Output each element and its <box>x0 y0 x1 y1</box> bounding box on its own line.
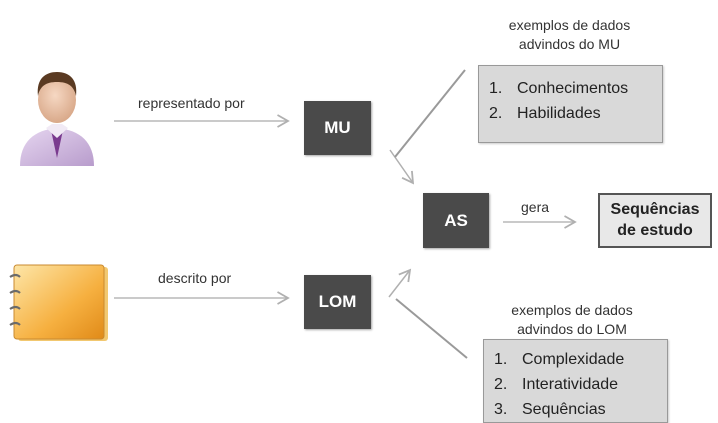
result-line-1: Sequências <box>610 200 700 218</box>
edge-label-described-by: descrito por <box>158 270 232 286</box>
lom-caption-line-1: exemplos de dados <box>511 302 633 318</box>
node-as-label: AS <box>444 210 468 230</box>
list-item-number: 1. <box>494 351 508 368</box>
mu-examples-caption: exemplos de dados advindos do MU <box>482 16 657 54</box>
list-item-number: 2. <box>494 376 508 393</box>
node-as: AS <box>423 193 489 248</box>
lom-caption-line-2: advindos do LOM <box>517 320 627 337</box>
mu-caption-line-2: advindos do MU <box>518 35 621 52</box>
list-item-label: Sequências <box>522 401 606 418</box>
list-item-label: Complexidade <box>522 351 625 368</box>
list-item: 2. Interatividade <box>494 372 667 397</box>
line-mu-to-examples <box>394 69 466 158</box>
edge-label-represented-by: representado por <box>138 95 245 111</box>
arrow-mu-to-as <box>389 149 415 185</box>
result-line-2: de estudo <box>617 221 693 239</box>
list-item: 1. Complexidade <box>494 347 667 372</box>
notebook-icon <box>9 264 108 341</box>
result-box: Sequências de estudo <box>598 193 712 248</box>
list-item-label: Habilidades <box>517 105 601 122</box>
list-item-number: 1. <box>489 80 503 97</box>
list-item: 1. Conhecimentos <box>489 76 662 101</box>
line-lom-to-examples <box>395 298 468 359</box>
node-mu-label: MU <box>324 118 351 137</box>
list-item-label: Conhecimentos <box>517 80 629 97</box>
lom-examples-list: 1. Complexidade 2. Interatividade 3. Sequên… <box>483 339 668 423</box>
mu-examples-list: 1. Conhecimentos 2. Habilidades <box>478 65 663 143</box>
list-item: 2. Habilidades <box>489 101 662 126</box>
list-item-label: Interatividade <box>522 376 619 393</box>
arrow-lom-to-as <box>388 268 412 298</box>
node-lom-label: LOM <box>318 292 357 311</box>
edge-label-generates: gera <box>521 199 550 215</box>
node-lom: LOM <box>304 275 371 329</box>
list-item-number: 2. <box>489 105 503 122</box>
mu-caption-line-1: exemplos de dados <box>508 17 631 33</box>
user-icon <box>20 72 94 166</box>
node-mu: MU <box>304 101 371 155</box>
lom-examples-caption: exemplos de dados advindos do LOM <box>472 301 672 339</box>
list-item: 3. Sequências <box>494 397 667 422</box>
list-item-number: 3. <box>494 401 508 418</box>
